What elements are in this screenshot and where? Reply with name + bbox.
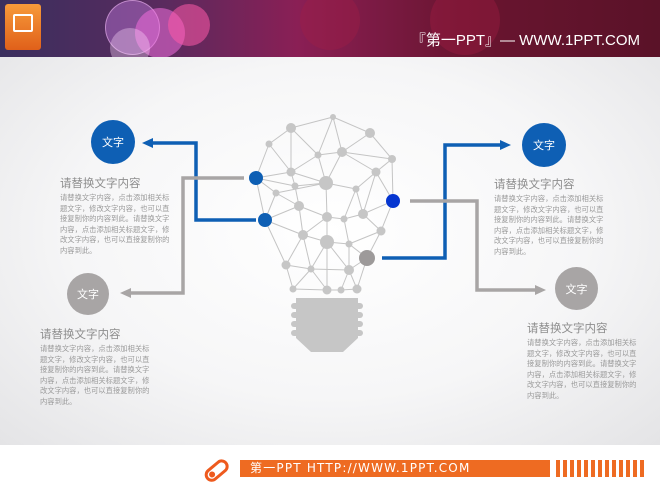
network-node [345,240,353,248]
network-node [358,209,368,219]
circle-text: 文字 [565,282,588,296]
network-node [340,215,348,223]
network-node [322,285,332,295]
network-node [314,151,322,159]
block-heading: 请替换文字内容 [40,327,121,341]
connector-bottom-right [410,199,535,292]
block-body: 请替换文字内容，点击添加相关标题文字，修改文字内容，也可以直接复制你的内容到此。… [527,338,637,400]
network-edge [343,218,350,245]
network-edge [341,132,371,153]
highlight-node [386,194,400,208]
network-node [294,201,304,211]
network-edge [341,151,377,173]
highlight-node [249,171,263,185]
network-node [286,123,296,133]
network-edge [391,158,394,202]
network-edge [310,268,350,271]
circle-text: 文字 [533,139,555,152]
network-node [291,182,299,190]
network-edge [255,177,266,221]
network-edge [343,188,357,220]
network-node [337,286,345,294]
network-edge [290,116,334,129]
network-edge [290,127,319,156]
network-node [344,265,354,275]
circle-label-top-right: 文字 [522,123,566,167]
arrow-right-icon [535,285,546,295]
block-body: 请替换文字内容，点击添加相关标题文字，修改文字内容，也可以直接复制你的内容到此。… [40,344,150,406]
arrow-left-icon [120,288,131,298]
arrow-left-icon [142,138,153,148]
network-edge [290,154,319,173]
bulb-thread [291,303,363,309]
highlight-node [258,213,272,227]
network-node [352,185,360,193]
network-edge [362,171,377,215]
slide-content: 文字 文字 文字 文字 请替换文字内容请替换文字内容，点击添加相关标题文字，修改… [0,57,660,445]
network-edge [302,234,312,270]
circle-text: 文字 [77,288,99,301]
connector-bottom-left [131,176,244,295]
network-edge [298,205,328,218]
network-edge [275,182,327,194]
network-node [319,176,333,190]
network-edge [268,143,292,173]
network-node [388,155,396,163]
text-block-bottom-left: 请替换文字内容请替换文字内容，点击添加相关标题文字，修改文字内容，也可以直接复制… [40,326,154,407]
network-edge [264,219,287,266]
network-edge [292,268,312,290]
bulb-thread [291,330,363,336]
network-node [352,284,362,294]
network-edge [285,234,304,266]
network-edge [332,116,343,153]
header-banner: 『第一PPT』— WWW.1PPT.COM [0,0,660,57]
block-heading: 请替换文字内容 [527,321,608,335]
block-heading: 请替换文字内容 [60,176,141,190]
arrow-right-icon [500,140,511,150]
network-edge [317,116,334,156]
network-node [272,189,280,197]
lightbulb-diagram [120,114,546,352]
network-node [307,265,315,273]
network-edge [292,288,328,291]
network-node [265,140,273,148]
text-block-top-right: 请替换文字内容请替换文字内容，点击添加相关标题文字，修改文字内容，也可以直接复制… [494,176,608,257]
circle-text: 文字 [102,136,124,149]
network-node [320,235,334,249]
network-edge [369,132,393,160]
footer-stripes [556,460,644,477]
network-node [298,230,308,240]
network-edge [348,230,382,245]
network-edge [341,151,393,160]
bulb-thread [291,312,363,318]
network-node [281,260,291,270]
text-block-bottom-right: 请替换文字内容请替换文字内容，点击添加相关标题文字，修改文字内容，也可以直接复制… [527,320,641,401]
powerpoint-icon [5,4,41,50]
network-node [330,114,336,120]
circle-label-top-left: 文字 [91,120,135,164]
circle-label-bottom-right: 文字 [555,267,598,310]
block-body: 请替换文字内容，点击添加相关标题文字，修改文字内容，也可以直接复制你的内容到此。… [494,194,604,256]
highlight-node [359,250,375,266]
bulb-thread [291,321,363,327]
network-node [376,226,386,236]
block-body: 请替换文字内容，点击添加相关标题文字，修改文字内容，也可以直接复制你的内容到此。… [60,193,170,255]
network-node [371,167,381,177]
footer-url-bar[interactable]: 第一PPT HTTP://WWW.1PPT.COM [240,460,550,477]
connector-top-left [152,141,256,222]
network-edge [332,116,371,134]
site-title: 『第一PPT』— WWW.1PPT.COM [410,32,640,49]
network-node [322,212,332,222]
network-node [286,167,296,177]
block-heading: 请替换文字内容 [494,177,575,191]
network-node [337,147,347,157]
link-icon [204,459,229,482]
circle-label-bottom-left: 文字 [67,273,109,315]
text-block-top-left: 请替换文字内容请替换文字内容，点击添加相关标题文字，修改文字内容，也可以直接复制… [60,175,174,256]
network-node [289,285,297,293]
network-node [365,128,375,138]
